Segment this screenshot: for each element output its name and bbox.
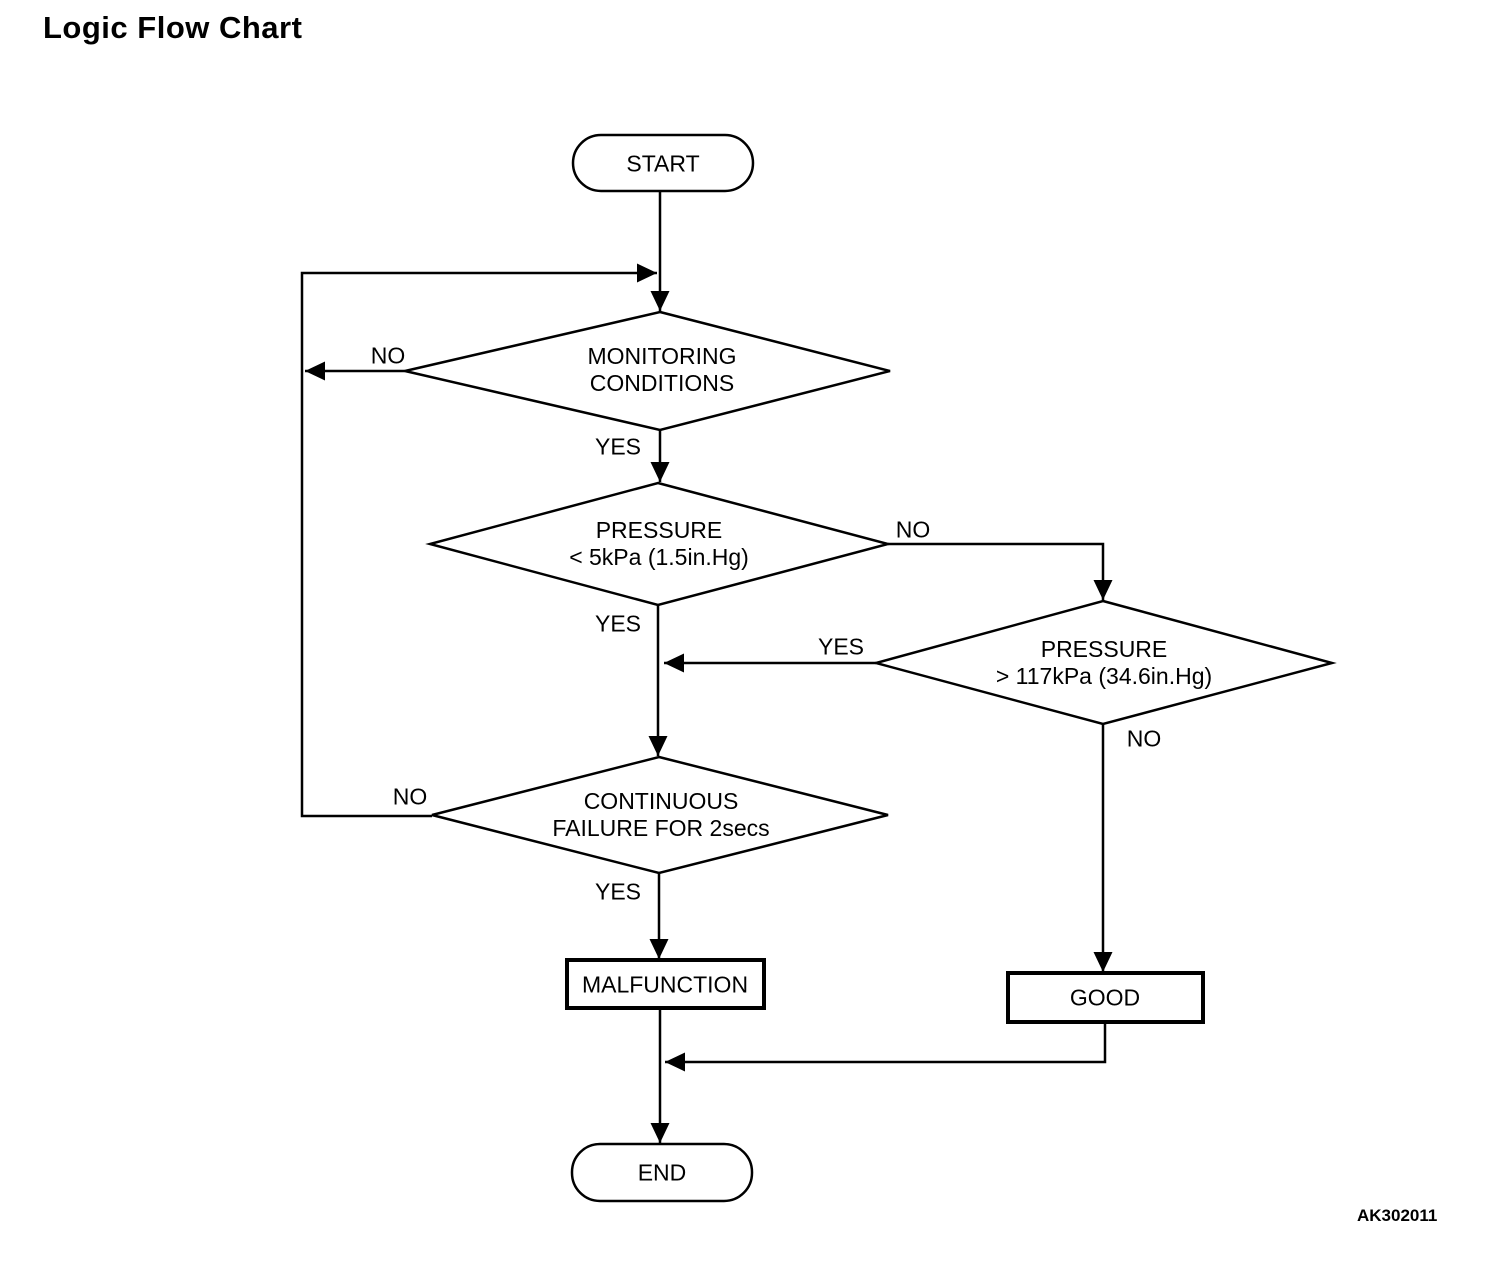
node-monitoring-line2: CONDITIONS bbox=[589, 370, 735, 396]
node-shapes bbox=[404, 133, 1337, 1203]
node-pressure-low-line2: < 5kPa (1.5in.Hg) bbox=[569, 544, 749, 570]
edge-label-pressure-low-yes: YES bbox=[594, 610, 642, 637]
node-pressure-high-line2: > 117kPa (34.6in.Hg) bbox=[995, 663, 1213, 689]
edge-continuous-failure-no-loop bbox=[300, 263, 657, 818]
node-end-label: END bbox=[637, 1159, 687, 1186]
node-monitoring-label: MONITORING CONDITIONS bbox=[587, 343, 736, 397]
pressure-high-decision-shape bbox=[871, 599, 1337, 726]
node-pressure-low-line1: PRESSURE bbox=[595, 516, 723, 543]
node-good-label: GOOD bbox=[1069, 984, 1141, 1011]
edge-label-pressure-high-no: NO bbox=[1126, 725, 1162, 752]
edge-label-continuous-failure-yes: YES bbox=[594, 878, 642, 905]
connector-lines bbox=[300, 191, 1113, 1143]
node-pressure-low-label: PRESSURE < 5kPa (1.5in.Hg) bbox=[569, 517, 749, 571]
node-pressure-high-line1: PRESSURE bbox=[1040, 635, 1168, 662]
good-process-shape bbox=[1006, 971, 1205, 1024]
monitoring-decision-shape bbox=[404, 310, 891, 432]
figure-code: AK302011 bbox=[1357, 1206, 1438, 1225]
continuous-failure-decision-shape bbox=[431, 755, 889, 875]
node-continuous-failure-line2: FAILURE FOR 2secs bbox=[552, 815, 770, 841]
end-terminator-shape bbox=[570, 1142, 754, 1203]
edge-good-to-end bbox=[665, 1022, 1107, 1072]
edge-pressure-low-no bbox=[888, 542, 1113, 600]
malfunction-process-shape bbox=[565, 958, 766, 1010]
edge-label-pressure-high-yes: YES bbox=[817, 633, 865, 660]
node-pressure-high-label: PRESSURE > 117kPa (34.6in.Hg) bbox=[996, 636, 1212, 690]
node-continuous-failure-line1: CONTINUOUS bbox=[583, 787, 739, 814]
edge-label-pressure-low-no: NO bbox=[895, 516, 931, 543]
page-title: Logic Flow Chart bbox=[43, 10, 303, 45]
node-monitoring-line1: MONITORING bbox=[587, 342, 737, 369]
edge-label-monitoring-no: NO bbox=[370, 342, 406, 369]
start-terminator-shape bbox=[571, 133, 755, 193]
pressure-low-decision-shape bbox=[425, 481, 893, 607]
edge-label-continuous-failure-no: NO bbox=[392, 783, 428, 810]
node-malfunction-label: MALFUNCTION bbox=[581, 971, 749, 998]
edge-label-monitoring-yes: YES bbox=[594, 433, 642, 460]
node-continuous-failure-label: CONTINUOUS FAILURE FOR 2secs bbox=[552, 788, 769, 842]
node-start-label: START bbox=[626, 150, 700, 177]
